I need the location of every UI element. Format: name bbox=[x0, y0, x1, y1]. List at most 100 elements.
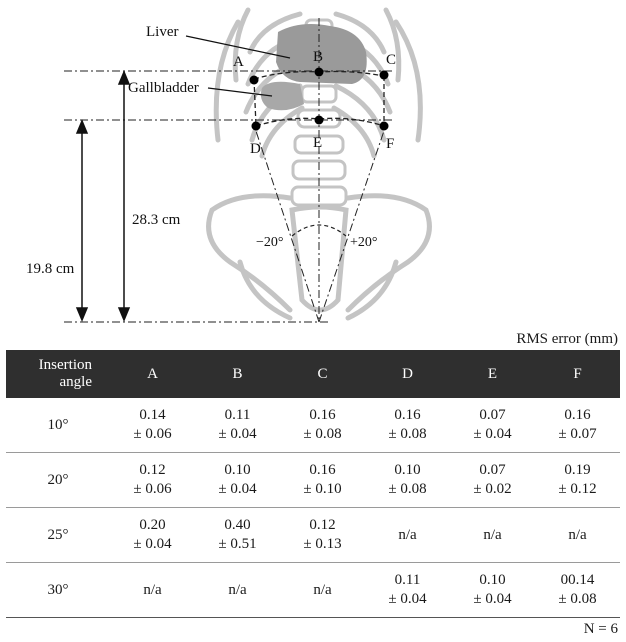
point-a-marker bbox=[250, 76, 259, 85]
table-cell: n/a bbox=[195, 563, 280, 618]
cell-mean: 0.40 bbox=[197, 516, 278, 535]
column-header-f: F bbox=[535, 350, 620, 398]
point-c-marker bbox=[380, 71, 389, 80]
table-cell: 0.11± 0.04 bbox=[365, 563, 450, 618]
cell-mean: 0.11 bbox=[367, 571, 448, 590]
anatomy-figure: Liver Gallbladder A B C D E F 28.3 cm 19… bbox=[0, 0, 626, 330]
cell-mean: 0.07 bbox=[452, 406, 533, 425]
cell-mean: 0.16 bbox=[537, 406, 618, 425]
cell-sd: ± 0.02 bbox=[452, 480, 533, 499]
cell-sd: ± 0.04 bbox=[197, 425, 278, 444]
insertion-angle-header: Insertion angle bbox=[6, 350, 110, 398]
cell-sd: ± 0.12 bbox=[537, 480, 618, 499]
table-cell: 0.40± 0.51 bbox=[195, 508, 280, 563]
table-cell: 0.10± 0.04 bbox=[450, 563, 535, 618]
cell-sd: ± 0.08 bbox=[367, 480, 448, 499]
row-angle-cell: 10° bbox=[6, 398, 110, 453]
cell-sd: ± 0.07 bbox=[537, 425, 618, 444]
cell-sd: ± 0.08 bbox=[367, 425, 448, 444]
cell-mean: 0.10 bbox=[367, 461, 448, 480]
cell-sd: ± 0.08 bbox=[537, 590, 618, 609]
rms-table-wrap: Insertion angle A B C D E F 10°0.14± 0.0… bbox=[6, 350, 620, 618]
cell-mean: 00.14 bbox=[537, 571, 618, 590]
cell-mean: 0.14 bbox=[112, 406, 193, 425]
table-cell: n/a bbox=[110, 563, 195, 618]
rms-error-table: Insertion angle A B C D E F 10°0.14± 0.0… bbox=[6, 350, 620, 618]
cell-sd: ± 0.04 bbox=[452, 590, 533, 609]
cell-mean: 0.19 bbox=[537, 461, 618, 480]
table-cell: 0.20± 0.04 bbox=[110, 508, 195, 563]
cell-mean: 0.07 bbox=[452, 461, 533, 480]
row-angle-cell: 20° bbox=[6, 453, 110, 508]
cell-sd: ± 0.04 bbox=[112, 535, 193, 554]
point-c-label: C bbox=[386, 52, 396, 68]
table-cell: 0.14± 0.06 bbox=[110, 398, 195, 453]
angle-left-label: −20° bbox=[256, 235, 284, 250]
table-cell: 0.19± 0.12 bbox=[535, 453, 620, 508]
cell-mean: 0.10 bbox=[197, 461, 278, 480]
column-header-a: A bbox=[110, 350, 195, 398]
cell-mean: 0.10 bbox=[452, 571, 533, 590]
column-header-e: E bbox=[450, 350, 535, 398]
table-cell: 0.10± 0.04 bbox=[195, 453, 280, 508]
liver-label: Liver bbox=[146, 24, 178, 40]
dim-upper-label: 28.3 cm bbox=[132, 212, 181, 228]
cell-mean: 0.16 bbox=[282, 461, 363, 480]
table-row: 25°0.20± 0.040.40± 0.510.12± 0.13n/an/an… bbox=[6, 508, 620, 563]
table-cell: 0.12± 0.13 bbox=[280, 508, 365, 563]
angle-right-label: +20° bbox=[350, 235, 378, 250]
point-e-marker bbox=[315, 116, 324, 125]
table-row: 10°0.14± 0.060.11± 0.040.16± 0.080.16± 0… bbox=[6, 398, 620, 453]
table-cell: n/a bbox=[365, 508, 450, 563]
cell-sd: ± 0.08 bbox=[282, 425, 363, 444]
cell-sd: ± 0.51 bbox=[197, 535, 278, 554]
table-header-row: Insertion angle A B C D E F bbox=[6, 350, 620, 398]
cell-mean: n/a bbox=[367, 526, 448, 545]
cell-mean: n/a bbox=[537, 526, 618, 545]
cell-mean: 0.12 bbox=[282, 516, 363, 535]
table-cell: 0.16± 0.08 bbox=[280, 398, 365, 453]
torso-diagram: Liver Gallbladder A B C D E F 28.3 cm 19… bbox=[0, 0, 626, 330]
cell-sd: ± 0.10 bbox=[282, 480, 363, 499]
cell-sd: ± 0.06 bbox=[112, 480, 193, 499]
cell-mean: n/a bbox=[112, 581, 193, 600]
header-line-2: angle bbox=[10, 374, 92, 391]
cell-sd: ± 0.04 bbox=[452, 425, 533, 444]
point-e-label: E bbox=[313, 135, 322, 151]
column-header-d: D bbox=[365, 350, 450, 398]
dimension-arrows bbox=[77, 72, 129, 320]
row-angle-cell: 30° bbox=[6, 563, 110, 618]
table-cell: 0.10± 0.08 bbox=[365, 453, 450, 508]
cell-mean: 0.16 bbox=[367, 406, 448, 425]
rms-error-caption: RMS error (mm) bbox=[516, 331, 618, 348]
cell-sd: ± 0.06 bbox=[112, 425, 193, 444]
table-cell: 0.11± 0.04 bbox=[195, 398, 280, 453]
cell-sd: ± 0.13 bbox=[282, 535, 363, 554]
table-cell: 0.16± 0.08 bbox=[365, 398, 450, 453]
point-d-label: D bbox=[250, 141, 261, 157]
cell-mean: n/a bbox=[197, 581, 278, 600]
cell-mean: 0.12 bbox=[112, 461, 193, 480]
table-cell: 0.07± 0.02 bbox=[450, 453, 535, 508]
cell-mean: 0.16 bbox=[282, 406, 363, 425]
cell-sd: ± 0.04 bbox=[367, 590, 448, 609]
cell-mean: n/a bbox=[452, 526, 533, 545]
table-cell: n/a bbox=[280, 563, 365, 618]
cell-mean: n/a bbox=[282, 581, 363, 600]
table-cell: 0.12± 0.06 bbox=[110, 453, 195, 508]
row-angle-cell: 25° bbox=[6, 508, 110, 563]
gallbladder-label: Gallbladder bbox=[128, 80, 199, 96]
table-cell: 0.07± 0.04 bbox=[450, 398, 535, 453]
point-f-label: F bbox=[386, 136, 394, 152]
point-a-label: A bbox=[233, 54, 244, 70]
cell-sd: ± 0.04 bbox=[197, 480, 278, 499]
point-b-label: B bbox=[313, 49, 323, 65]
point-b-marker bbox=[315, 68, 324, 77]
cell-mean: 0.20 bbox=[112, 516, 193, 535]
table-cell: n/a bbox=[450, 508, 535, 563]
table-cell: 0.16± 0.07 bbox=[535, 398, 620, 453]
point-f-marker bbox=[380, 122, 389, 131]
table-cell: n/a bbox=[535, 508, 620, 563]
